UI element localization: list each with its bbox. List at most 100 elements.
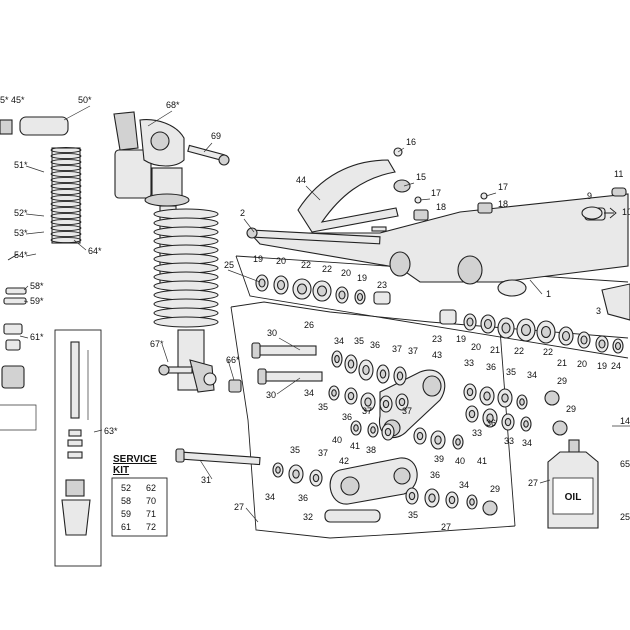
part-label: 20 — [341, 268, 351, 278]
part-label: 40 — [455, 456, 465, 466]
part-label: 33 — [464, 358, 474, 368]
part-label: 29 — [566, 404, 576, 414]
part-label: 33 — [504, 436, 514, 446]
service-kit-number: 61 — [121, 522, 131, 532]
oil-bottle-14: OIL — [547, 439, 599, 529]
part-label: 41 — [477, 456, 487, 466]
part-label: 22 — [322, 264, 332, 274]
part-label: 14* — [620, 416, 630, 426]
part-label: 15 — [416, 172, 426, 182]
part-label: 19 — [597, 361, 607, 371]
part-label: 63* — [104, 426, 118, 436]
part-label: 35 — [506, 367, 516, 377]
part-label: 36 — [370, 340, 380, 350]
part-label: 68* — [166, 100, 180, 110]
part-label: 37 — [408, 346, 418, 356]
part-label: 24 — [611, 361, 621, 371]
service-kit-number: 62 — [146, 483, 156, 493]
bushing-32 — [324, 509, 381, 523]
part-label: 34 — [334, 336, 344, 346]
service-kit-number: 59 — [121, 509, 131, 519]
hardware-15-18 — [371, 147, 493, 232]
service-kit-number: 72 — [146, 522, 156, 532]
nut-29 — [482, 390, 568, 516]
part-label: 53* — [14, 228, 28, 238]
part-label: 59* — [30, 296, 44, 306]
part-label: 36 — [298, 493, 308, 503]
part-label: 21 — [557, 358, 567, 368]
part-label: 19 — [456, 334, 466, 344]
part-label: 18 — [436, 202, 446, 212]
bushing-23 — [373, 291, 391, 305]
part-label: 27 — [528, 478, 538, 488]
part-label: 34 — [527, 370, 537, 380]
nut-66 — [228, 379, 242, 393]
part-label: 38 — [366, 445, 376, 455]
part-label: 10 — [622, 207, 630, 217]
part-label: 32 — [303, 512, 313, 522]
part-label: 18 — [498, 199, 508, 209]
part-label: 64* — [88, 246, 102, 256]
part-label: 22 — [514, 346, 524, 356]
part-label: 65* — [620, 459, 630, 469]
part-label: 58* — [30, 281, 44, 291]
link-42 — [329, 457, 418, 505]
part-label: 37 — [392, 344, 402, 354]
part-label: 17 — [431, 188, 441, 198]
part-label: 9 — [587, 191, 592, 201]
service-kit-title-2: KIT — [113, 465, 129, 476]
part-label: 42 — [339, 456, 349, 466]
oil-bottle-label: OIL — [565, 492, 582, 503]
part-label: 31 — [201, 475, 211, 485]
bolt-31 — [175, 448, 261, 466]
part-label: 16 — [406, 137, 416, 147]
part-label: 35 — [290, 445, 300, 455]
part-label: 37 — [402, 406, 412, 416]
part-label: 34 — [265, 492, 275, 502]
part-label: 22 — [301, 260, 311, 270]
bolt-30-upper — [251, 342, 317, 359]
part-label: 23 — [377, 280, 387, 290]
part-label: 39 — [434, 454, 444, 464]
part-label: 27 — [441, 522, 451, 532]
part-label: 37 — [318, 448, 328, 458]
service-kit-number: 71 — [146, 509, 156, 519]
spring-64 — [50, 146, 82, 244]
part-label: 35 — [354, 336, 364, 346]
service-kit-number: 58 — [121, 496, 131, 506]
bolt-67 — [158, 364, 193, 376]
part-label: 61* — [30, 332, 44, 342]
part-label: 36 — [342, 412, 352, 422]
bolt-30-lower — [257, 368, 323, 385]
part-label: 1 — [546, 289, 551, 299]
service-kit-number: 70 — [146, 496, 156, 506]
part-label: 2 — [240, 208, 245, 218]
right-bearing-row — [463, 313, 624, 354]
part-label: 27 — [234, 502, 244, 512]
part-label: 40 — [332, 435, 342, 445]
part-label: 35 — [408, 510, 418, 520]
chain-guide-44 — [297, 159, 399, 233]
linkage-bearing-rings — [272, 350, 532, 510]
part-label: 11 — [614, 169, 623, 179]
shock-absorber-68 — [113, 111, 219, 393]
part-label: 44 — [296, 175, 306, 185]
service-kit-box — [111, 477, 168, 537]
part-label: 34 — [522, 438, 532, 448]
part-label: 54* — [14, 250, 28, 260]
part-label: 67* — [150, 339, 164, 349]
part-label: 20 — [471, 342, 481, 352]
left-edge-parts — [0, 116, 69, 431]
part-label: 66* — [226, 355, 240, 365]
part-label: 17 — [498, 182, 508, 192]
part-label: 22 — [543, 347, 553, 357]
part-label: 20 — [276, 256, 286, 266]
part-label: 35 — [318, 402, 328, 412]
leader-lines — [19, 105, 630, 523]
part-label: 36 — [486, 362, 496, 372]
part-label: 19 — [253, 254, 263, 264]
part-label: 37 — [362, 406, 372, 416]
part-label: 52* — [14, 208, 28, 218]
part-label: 29 — [490, 484, 500, 494]
